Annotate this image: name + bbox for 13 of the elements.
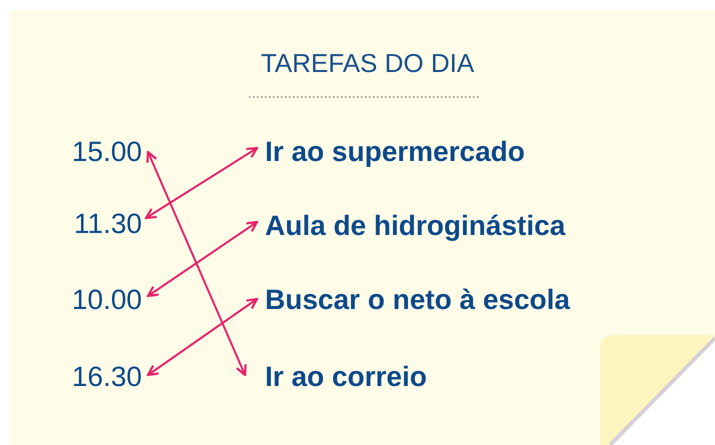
double-arrow xyxy=(144,146,258,220)
task-label: Ir ao correio xyxy=(265,360,427,394)
task-label: Ir ao supermercado xyxy=(265,135,525,169)
task-label: Aula de hidroginástica xyxy=(265,209,566,243)
time-label: 10.00 xyxy=(72,283,142,317)
task-label: Buscar o neto à escola xyxy=(265,283,570,317)
time-label: 16.30 xyxy=(72,360,142,394)
double-arrow xyxy=(146,150,247,376)
double-arrow xyxy=(146,298,258,376)
title: TAREFAS DO DIA xyxy=(260,48,474,79)
double-arrow xyxy=(146,220,258,298)
time-label: 11.30 xyxy=(74,207,142,241)
time-label: 15.00 xyxy=(72,135,142,169)
